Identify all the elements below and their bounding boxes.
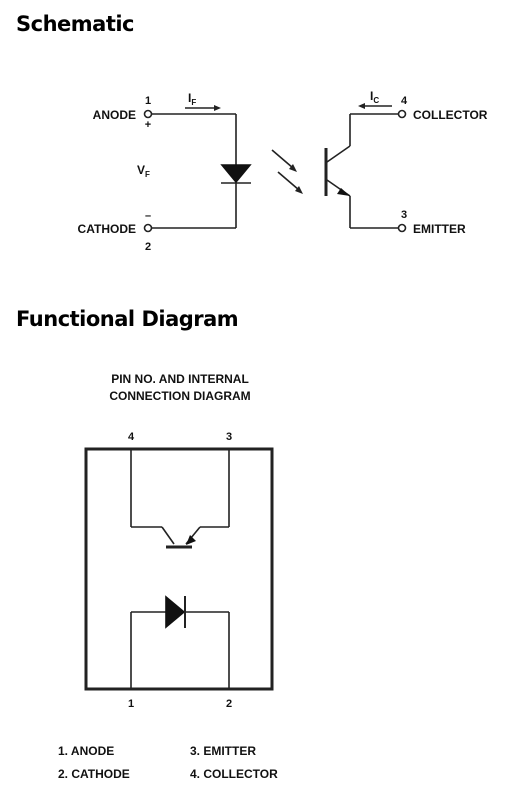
- pin-top-left: 4: [128, 431, 135, 443]
- diode-internal: [130, 595, 230, 689]
- collector-label: COLLECTOR: [413, 108, 488, 122]
- legend-collector: 4. COLLECTOR: [190, 767, 278, 781]
- vf-sub: F: [145, 170, 150, 179]
- anode-terminal: [143, 109, 153, 119]
- pin-2-label: 2: [145, 241, 151, 253]
- pin-top-right: 3: [226, 431, 232, 443]
- package-outline: [84, 447, 274, 691]
- caption-line-1: PIN NO. AND INTERNAL: [111, 372, 249, 386]
- ic-label: IC: [370, 89, 379, 105]
- minus-sign: –: [145, 210, 151, 222]
- legend-cathode: 2. CATHODE: [58, 767, 130, 781]
- transistor-internal: [130, 449, 230, 549]
- pin-4-label: 4: [401, 95, 408, 107]
- light-emission-icon: [271, 149, 303, 194]
- diode-icon: [165, 595, 186, 629]
- package-diagram: [84, 447, 274, 691]
- collector-terminal: [397, 109, 407, 119]
- if-main: I: [188, 91, 191, 105]
- if-sub: F: [191, 98, 196, 107]
- ic-main: I: [370, 89, 373, 103]
- legend-anode: 1. ANODE: [58, 744, 114, 758]
- ic-sub: C: [373, 96, 379, 105]
- cathode-label: CATHODE: [78, 222, 136, 236]
- pin-bottom-left: 1: [128, 698, 134, 710]
- phototransistor-icon: [324, 113, 398, 229]
- cathode-terminal: [143, 223, 153, 233]
- emitter-label: EMITTER: [413, 222, 466, 236]
- schematic-title: Schematic: [16, 12, 135, 36]
- functional-diagram-title: Functional Diagram: [16, 307, 239, 331]
- caption-line-2: CONNECTION DIAGRAM: [109, 389, 250, 403]
- schematic-diagram: [143, 103, 407, 233]
- emitter-terminal: [397, 223, 407, 233]
- led-icon: [220, 164, 252, 184]
- if-label: IF: [188, 91, 196, 107]
- anode-label: ANODE: [93, 108, 136, 122]
- vf-label: VF: [137, 163, 150, 179]
- vf-main: V: [137, 163, 145, 177]
- pin-1-label: 1: [145, 95, 151, 107]
- plus-sign: +: [145, 119, 151, 131]
- pin-bottom-right: 2: [226, 698, 232, 710]
- legend-emitter: 3. EMITTER: [190, 744, 256, 758]
- pin-3-label: 3: [401, 209, 407, 221]
